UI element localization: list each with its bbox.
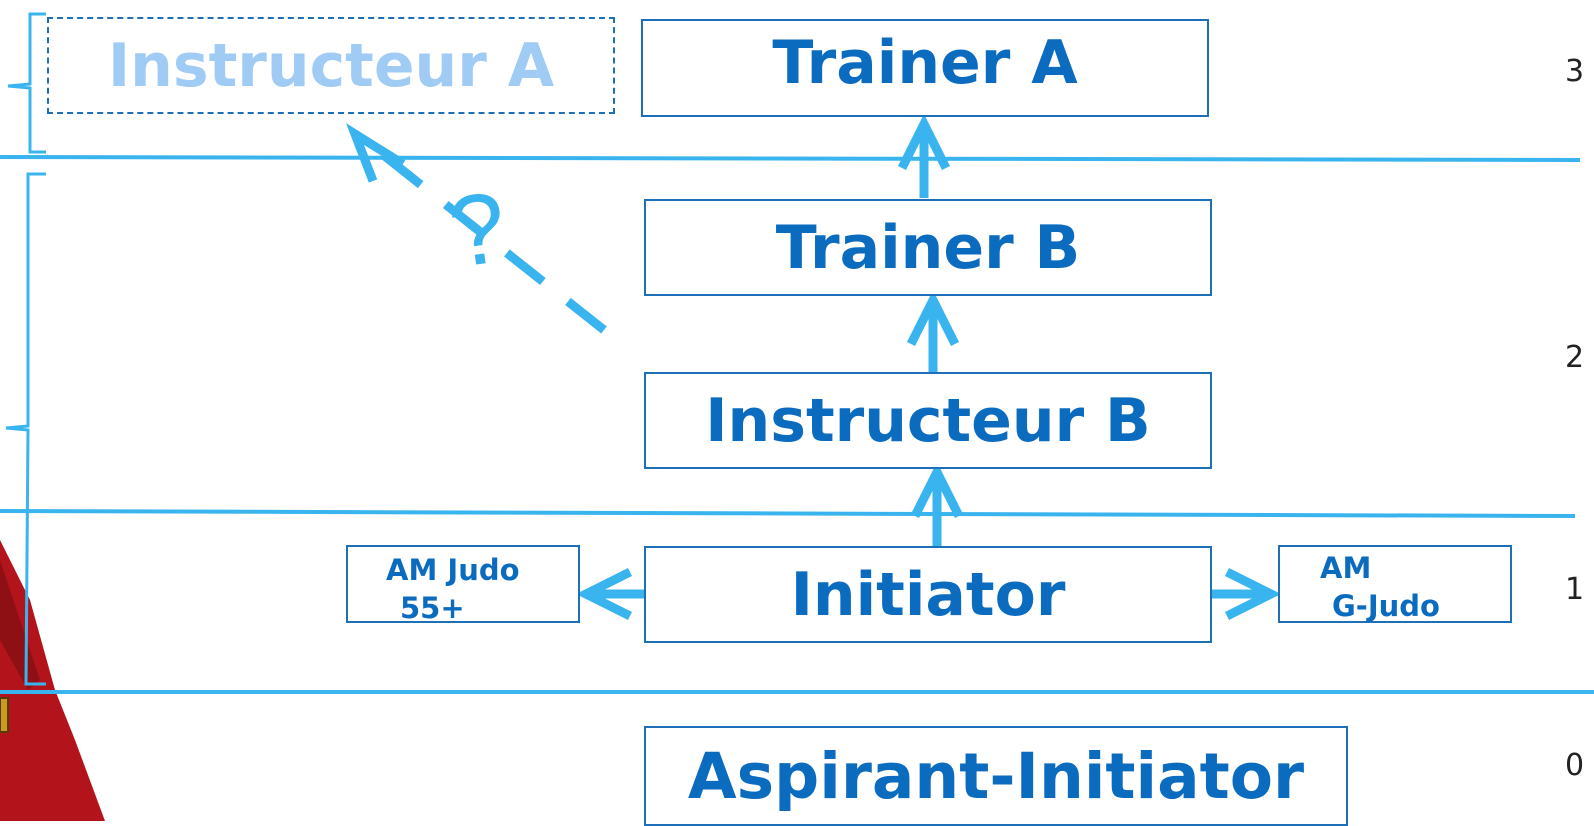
trainer-b-label: Trainer B bbox=[775, 212, 1081, 283]
box-am-gjudo: AM G-Judo bbox=[1278, 545, 1512, 623]
level-separator-3-2 bbox=[0, 155, 1581, 162]
am-judo-line2: 55+ bbox=[400, 591, 465, 625]
gold-mark bbox=[0, 697, 9, 733]
level-number-1: 1 bbox=[1565, 572, 1585, 607]
arrowhead-am-judo bbox=[575, 567, 633, 621]
arrowhead-instructeur-b bbox=[910, 461, 964, 519]
box-instructeur-a: Instructeur A bbox=[47, 17, 615, 114]
arrowhead-instructeur-a bbox=[345, 123, 406, 183]
am-gjudo-line2: G-Judo bbox=[1332, 589, 1440, 623]
box-instructeur-b: Instructeur B bbox=[644, 372, 1212, 469]
red-decoration bbox=[0, 540, 105, 821]
am-gjudo-line1: AM bbox=[1320, 551, 1372, 585]
am-judo-line1: AM Judo bbox=[386, 553, 520, 587]
box-trainer-b: Trainer B bbox=[644, 199, 1212, 296]
brace-level-2-1 bbox=[5, 172, 46, 686]
brace-level-3 bbox=[7, 12, 46, 154]
level-number-3: 3 bbox=[1565, 54, 1585, 89]
trainer-a-label: Trainer A bbox=[772, 28, 1078, 98]
level-number-0: 0 bbox=[1565, 748, 1585, 783]
instructeur-b-label: Instructeur B bbox=[705, 385, 1151, 456]
box-aspirant-initiator: Aspirant-Initiator bbox=[644, 726, 1348, 826]
dashed-arrow-to-instructeur-a bbox=[369, 142, 607, 334]
arrowhead-am-gjudo bbox=[1224, 567, 1282, 621]
arrowhead-trainer-a bbox=[897, 113, 951, 171]
red-decoration-ribbon bbox=[0, 560, 40, 690]
initiator-label: Initiator bbox=[790, 559, 1066, 630]
arrowhead-trainer-b bbox=[906, 289, 960, 347]
box-am-judo-55: AM Judo 55+ bbox=[346, 545, 580, 625]
box-trainer-a: Trainer A bbox=[641, 19, 1209, 117]
level-separator-2-1 bbox=[0, 509, 1576, 518]
box-initiator: Initiator bbox=[644, 546, 1212, 643]
aspirant-initiator-label: Aspirant-Initiator bbox=[687, 739, 1305, 813]
level-number-2: 2 bbox=[1565, 340, 1585, 375]
instructeur-a-label: Instructeur A bbox=[107, 30, 555, 101]
